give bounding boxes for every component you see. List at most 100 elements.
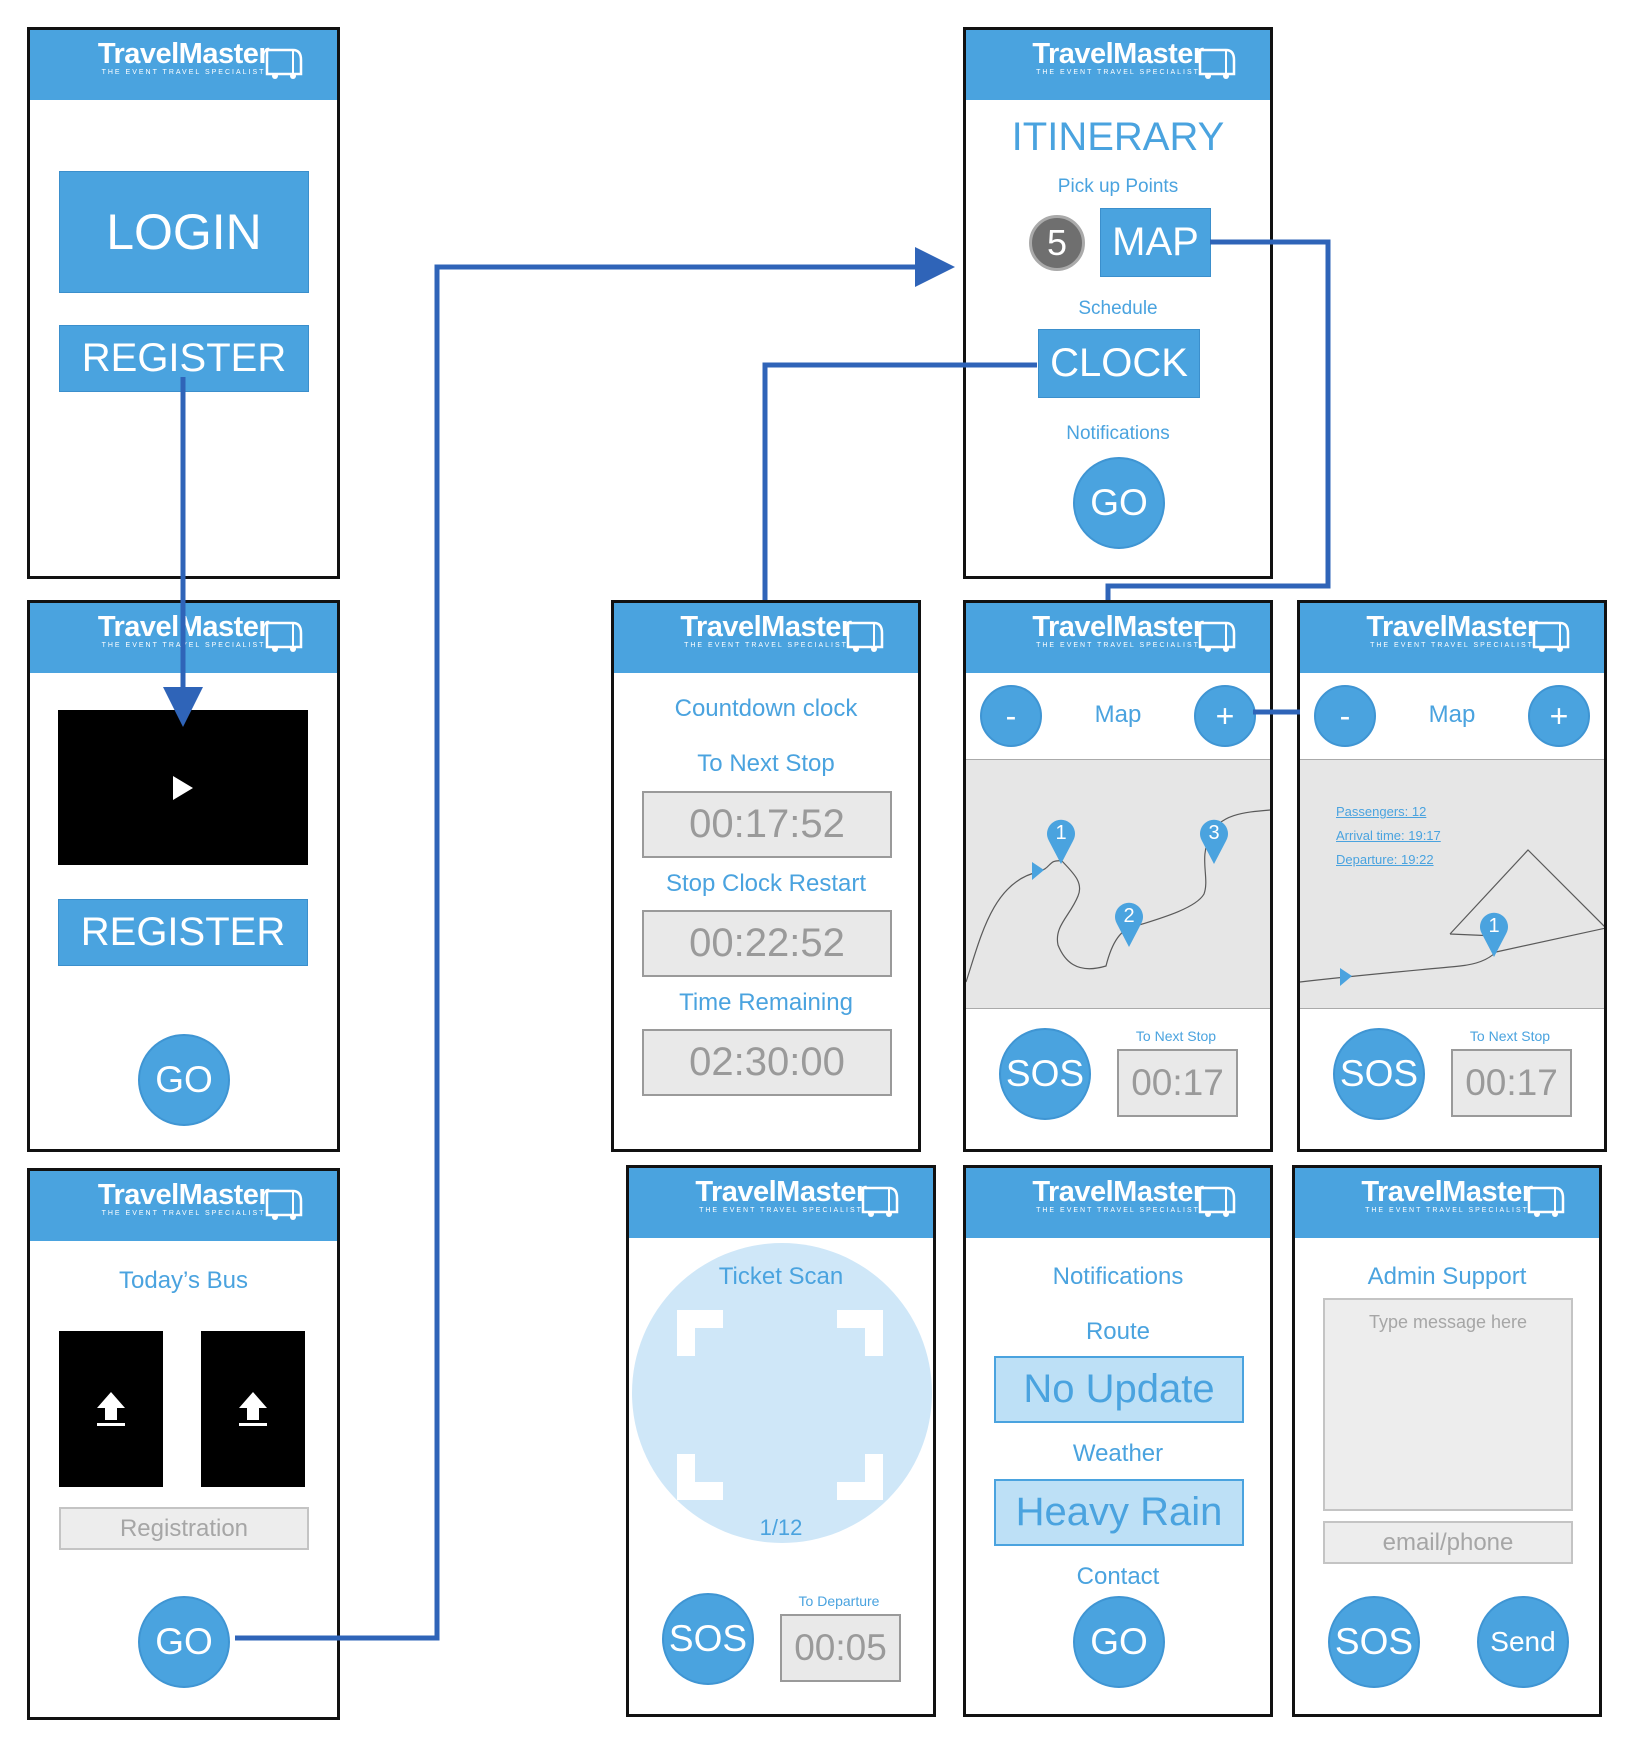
- map-button[interactable]: MAP: [1100, 208, 1211, 277]
- remaining-label: Time Remaining: [679, 989, 853, 1016]
- bus-icon: [1198, 48, 1236, 79]
- departure-timer: 00:05: [780, 1614, 901, 1682]
- sos-button[interactable]: SOS: [1328, 1596, 1420, 1688]
- message-placeholder: Type message here: [1368, 1312, 1528, 1332]
- bus-icon: [1198, 1186, 1236, 1217]
- departure-info: Departure: 19:22: [1336, 852, 1434, 867]
- schedule-label: Schedule: [1078, 298, 1158, 319]
- pickup-label: Pick up Points: [1057, 176, 1179, 197]
- map-pin-1[interactable]: 1: [1478, 910, 1510, 958]
- bus-icon: [265, 48, 303, 79]
- zoom-in-button[interactable]: +: [1194, 685, 1256, 747]
- bus-icon: [1198, 621, 1236, 652]
- video-player[interactable]: [58, 710, 308, 865]
- route-status: No Update: [994, 1356, 1244, 1423]
- map-pin-3[interactable]: 3: [1198, 817, 1230, 865]
- route-label: Route: [1085, 1318, 1151, 1345]
- weather-label: Weather: [1072, 1440, 1164, 1467]
- restart-label: Stop Clock Restart: [665, 870, 867, 897]
- scan-frame-corners: [677, 1310, 883, 1500]
- map-pin-2[interactable]: 2: [1113, 900, 1145, 948]
- sos-button[interactable]: SOS: [1333, 1028, 1425, 1120]
- send-button[interactable]: Send: [1477, 1596, 1569, 1688]
- login-button[interactable]: LOGIN: [59, 171, 309, 293]
- bus-icon: [265, 621, 303, 652]
- contact-input[interactable]: email/phone: [1323, 1521, 1573, 1564]
- sos-button[interactable]: SOS: [662, 1593, 754, 1685]
- passengers-info: Passengers: 12: [1336, 804, 1427, 819]
- notifications-title: Notifications: [1052, 1263, 1184, 1290]
- go-button[interactable]: GO: [1073, 457, 1165, 549]
- upload-photo-right[interactable]: [201, 1331, 305, 1487]
- notifications-label: Notifications: [1066, 423, 1170, 444]
- register-button[interactable]: REGISTER: [59, 325, 309, 392]
- next-stop-label: To Next Stop: [1469, 1028, 1551, 1044]
- bus-icon: [861, 1186, 899, 1217]
- route-map[interactable]: Passengers: 12 Arrival time: 19:17 Depar…: [1300, 759, 1604, 1009]
- next-stop-timer: 00:17: [1117, 1049, 1238, 1117]
- departure-label: To Departure: [798, 1593, 880, 1609]
- zoom-in-button[interactable]: +: [1528, 685, 1590, 747]
- register-button[interactable]: REGISTER: [58, 899, 308, 966]
- next-stop-timer: 00:17:52: [642, 791, 892, 858]
- go-button[interactable]: GO: [138, 1034, 230, 1126]
- scan-count: 1/12: [759, 1515, 803, 1540]
- ticket-scan-title: Ticket Scan: [718, 1263, 844, 1290]
- bus-icon: [1527, 1186, 1565, 1217]
- go-button[interactable]: GO: [1073, 1596, 1165, 1688]
- zoom-out-button[interactable]: -: [980, 685, 1042, 747]
- pickup-count-badge: 5: [1029, 215, 1085, 271]
- map-title: Map: [1094, 701, 1142, 728]
- message-input[interactable]: Type message here: [1323, 1298, 1573, 1511]
- route-line: [966, 809, 1270, 983]
- sos-button[interactable]: SOS: [999, 1028, 1091, 1120]
- arrival-info: Arrival time: 19:17: [1336, 828, 1441, 843]
- route-line: [1300, 849, 1604, 986]
- clock-button[interactable]: CLOCK: [1038, 329, 1200, 398]
- bus-icon: [846, 621, 884, 652]
- contact-label: Contact: [1076, 1563, 1160, 1590]
- map-title: Map: [1428, 701, 1476, 728]
- countdown-title: Countdown clock: [674, 695, 858, 722]
- bus-title: Today’s Bus: [119, 1267, 248, 1294]
- map-pin-1[interactable]: 1: [1045, 817, 1077, 865]
- registration-input[interactable]: Registration: [59, 1507, 309, 1550]
- route-start-arrow: [1032, 862, 1044, 880]
- restart-timer: 00:22:52: [642, 910, 892, 977]
- next-stop-label: To Next Stop: [697, 750, 835, 777]
- itinerary-title: ITINERARY: [1011, 115, 1225, 159]
- go-button[interactable]: GO: [138, 1596, 230, 1688]
- route-map[interactable]: 1 2 3: [966, 759, 1270, 1009]
- upload-photo-left[interactable]: [59, 1331, 163, 1487]
- admin-title: Admin Support: [1367, 1263, 1527, 1290]
- play-icon[interactable]: [171, 774, 195, 802]
- zoom-out-button[interactable]: -: [1314, 685, 1376, 747]
- weather-status: Heavy Rain: [994, 1479, 1244, 1546]
- next-stop-timer: 00:17: [1451, 1049, 1572, 1117]
